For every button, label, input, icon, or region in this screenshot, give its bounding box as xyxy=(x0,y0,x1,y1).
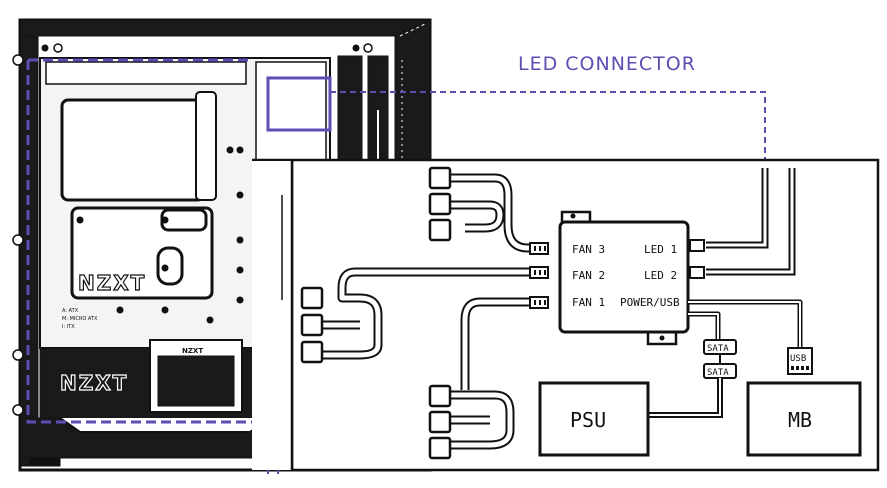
standoff-label-atx: A: ATX xyxy=(62,308,79,314)
hub-port-fan3: FAN 3 xyxy=(572,243,605,256)
mb-label: MB xyxy=(788,408,812,432)
standoff-label-matx: M: MICRO ATX xyxy=(62,316,98,322)
motherboard-outline xyxy=(26,58,332,424)
case-shroud-logo: NZXT xyxy=(60,371,128,395)
hub-port-led1: LED 1 xyxy=(644,243,677,256)
case-psu-badge: NZXT xyxy=(182,347,203,355)
sata-connector-icon xyxy=(703,339,737,379)
usb-connector-icon xyxy=(787,347,813,375)
case-panel-logo: NZXT xyxy=(78,271,146,295)
hub-port-led2: LED 2 xyxy=(644,269,677,282)
hub-port-fan1: FAN 1 xyxy=(572,296,605,309)
hub-port-power-usb: POWER/USB xyxy=(620,296,680,309)
mb-box xyxy=(746,381,862,457)
led-connector-label: LED CONNECTOR xyxy=(518,53,696,75)
pc-case xyxy=(12,18,432,472)
sata-label-2: SATA xyxy=(707,368,729,378)
sata-label-1: SATA xyxy=(707,344,729,354)
standoff-label-itx: I: ITX xyxy=(62,324,75,330)
controller-hub xyxy=(558,210,690,346)
fan-connector-heads xyxy=(300,166,452,460)
psu-box xyxy=(538,381,650,457)
psu-label: PSU xyxy=(570,408,606,432)
hub-port-fan2: FAN 2 xyxy=(572,269,605,282)
led-connector-leader xyxy=(330,91,766,160)
usb-label: USB xyxy=(790,354,806,364)
